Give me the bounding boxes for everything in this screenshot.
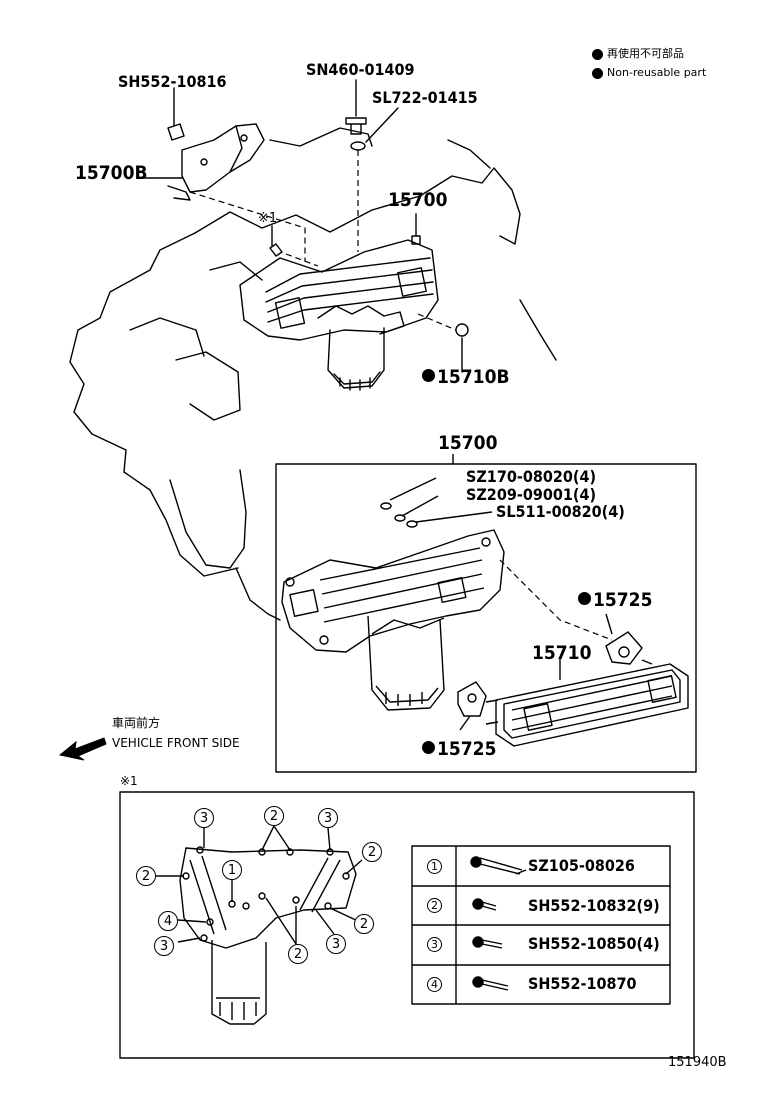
callout-4: 4 xyxy=(158,911,178,931)
non-reusable-dot-icon xyxy=(592,48,603,60)
label-15710b: 15710B xyxy=(422,368,510,387)
table-key-1: 1 xyxy=(427,859,442,874)
label-15725-right: 15725 xyxy=(578,591,652,610)
detail-title-15700: 15700 xyxy=(438,432,498,454)
arrow-left-icon xyxy=(58,737,107,761)
bolt-sh552-10816 xyxy=(167,123,185,141)
callout-3: 3 xyxy=(318,808,338,828)
legend-jp: 再使用不可部品 xyxy=(592,48,684,60)
callout-3: 3 xyxy=(194,808,214,828)
cooler-element-15710 xyxy=(485,658,689,747)
note-mark-top: ※1 xyxy=(258,211,278,226)
callout-2: 2 xyxy=(354,914,374,934)
vehicle-front-en: VEHICLE FRONT SIDE xyxy=(112,736,240,750)
non-reusable-dot-icon xyxy=(422,741,435,754)
oil-cooler-top-view xyxy=(239,239,439,391)
bracket-15700b xyxy=(167,123,265,201)
label-sz209-09001: SZ209-09001(4) xyxy=(466,485,597,504)
label-15710: 15710 xyxy=(532,642,592,664)
table-key-2: 2 xyxy=(427,898,442,913)
label-sn460-01409: SN460-01409 xyxy=(306,60,415,79)
label-15700b: 15700B xyxy=(75,162,148,184)
detail-frame xyxy=(275,463,697,773)
table-part-4: SH552-10870 xyxy=(528,974,637,993)
legend-en: Non-reusable part xyxy=(592,67,706,79)
callout-2: 2 xyxy=(288,944,308,964)
figure-id: 151940B xyxy=(668,1055,727,1070)
gasket-15725-right xyxy=(605,631,643,665)
label-15700: 15700 xyxy=(388,189,448,211)
o-ring-15710b xyxy=(455,323,469,337)
gasket-15725-bottom xyxy=(457,681,487,717)
table-key-4: 4 xyxy=(427,977,442,992)
non-reusable-dot-icon xyxy=(578,592,591,605)
table-key-3: 3 xyxy=(427,937,442,952)
label-sl722-01415: SL722-01415 xyxy=(372,88,478,107)
label-sh552-10816: SH552-10816 xyxy=(118,72,227,91)
callout-3: 3 xyxy=(326,934,346,954)
table-part-2: SH552-10832(9) xyxy=(528,896,660,915)
fastener-table xyxy=(411,845,671,1005)
callout-2: 2 xyxy=(362,842,382,862)
non-reusable-dot-icon xyxy=(592,67,603,79)
callout-2: 2 xyxy=(264,806,284,826)
table-part-3: SH552-10850(4) xyxy=(528,934,660,953)
label-sl511-00820: SL511-00820(4) xyxy=(496,502,625,521)
label-sz170-08020: SZ170-08020(4) xyxy=(466,467,597,486)
callout-3: 3 xyxy=(154,936,174,956)
table-part-1: SZ105-08026 xyxy=(528,856,635,875)
vehicle-front-jp: 車両前方 xyxy=(112,716,161,730)
non-reusable-dot-icon xyxy=(422,369,435,382)
engine-block-outline xyxy=(69,127,557,621)
callout-2: 2 xyxy=(136,866,156,886)
label-15725-bottom: 15725 xyxy=(422,740,496,759)
callout-1: 1 xyxy=(222,860,242,880)
note-frame xyxy=(119,791,695,1059)
note-mark-box: ※1 xyxy=(120,774,138,788)
